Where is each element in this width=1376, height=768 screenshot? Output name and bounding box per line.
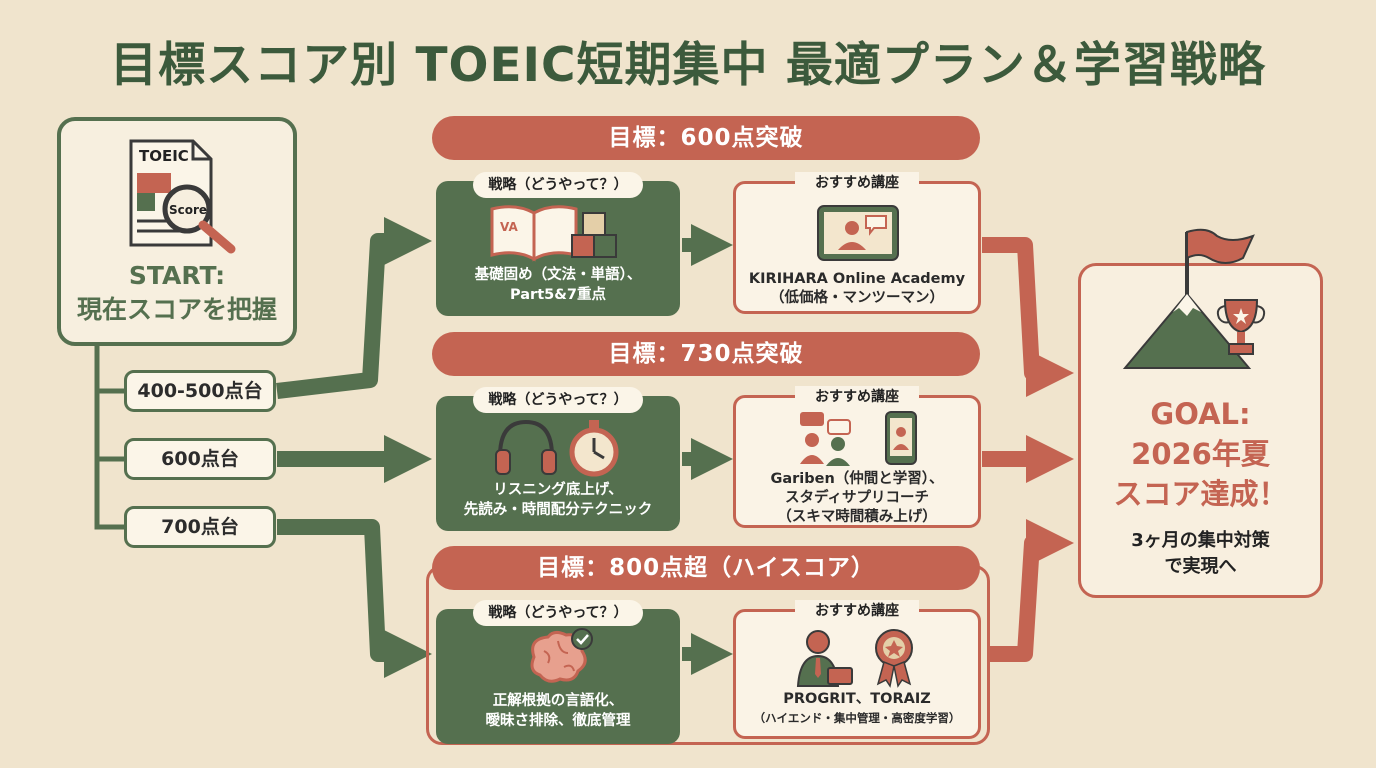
course-line1: Gariben（仲間と学習）、 bbox=[770, 471, 944, 487]
strategy-caption-600: 基礎固め（文法・単語）、 Part5&7重点 bbox=[446, 265, 670, 305]
course-line1: KIRIHARA Online Academy bbox=[748, 271, 966, 287]
book-label: VA bbox=[500, 220, 518, 234]
strategy-box-800: 戦略（どうやって？） 正解根拠の言語化、 曖昧さ排除、徹底管理 bbox=[436, 600, 680, 744]
course-label: おすすめ講座 bbox=[795, 600, 919, 622]
goal-line1: GOAL: bbox=[1150, 397, 1251, 431]
toeic-document-icon: TOEIC Score bbox=[129, 139, 236, 254]
course-caption-800: PROGRIT、TORAIZ （ハイエンド・集中管理・高密度学習） bbox=[740, 690, 974, 728]
course-box-800: おすすめ講座 PROGRIT、TORAIZ （ハイエンド・集中管理・高密度学習） bbox=[733, 600, 981, 739]
course-line2: （ハイエンド・集中管理・高密度学習） bbox=[753, 711, 961, 725]
community-smartphone-icon bbox=[800, 411, 917, 466]
course-line2: スタディサプリコーチ bbox=[785, 490, 929, 506]
course-line3: （スキマ時間積み上げ） bbox=[777, 509, 937, 525]
course-label: おすすめ講座 bbox=[795, 172, 919, 194]
course-box-600: おすすめ講座 KIRIHARA Online Academy （低価格・マンツー… bbox=[733, 172, 981, 314]
goal-subtext: 3ヶ月の集中対策 で実現へ bbox=[1081, 528, 1320, 580]
strategy-line2: Part5&7重点 bbox=[510, 287, 606, 303]
goal-banner-600: 目標：600点突破 bbox=[432, 116, 980, 160]
goal-line2: 2026年夏 bbox=[1131, 437, 1270, 471]
course-line1: PROGRIT、TORAIZ bbox=[783, 691, 931, 707]
start-title: START: 現在スコアを把握 bbox=[61, 259, 293, 327]
score-range-700: 700点台 bbox=[124, 506, 276, 548]
magnifier-label: Score bbox=[169, 203, 207, 217]
strategy-line1: 基礎固め（文法・単語）、 bbox=[474, 267, 642, 283]
start-box: TOEIC Score START: 現在スコアを把握 bbox=[57, 117, 297, 346]
strategy-line1: 正解根拠の言語化、 bbox=[492, 693, 624, 709]
course-caption-730: Gariben（仲間と学習）、 スタディサプリコーチ （スキマ時間積み上げ） bbox=[740, 470, 974, 527]
start-title-line2: 現在スコアを把握 bbox=[76, 295, 277, 324]
goal-headline: GOAL: 2026年夏 スコア達成！ bbox=[1081, 394, 1320, 514]
strategy-label: 戦略（どうやって？） bbox=[473, 172, 643, 198]
score-range-600: 600点台 bbox=[124, 438, 276, 480]
course-caption-600: KIRIHARA Online Academy （低価格・マンツーマン） bbox=[740, 270, 974, 308]
course-box-730: おすすめ講座 Gariben（仲間と学習）、 スタディサプリコーチ （スキマ時間… bbox=[733, 386, 981, 528]
goal-box: GOAL: 2026年夏 スコア達成！ 3ヶ月の集中対策 で実現へ bbox=[1078, 228, 1323, 598]
strategy-line2: 先読み・時間配分テクニック bbox=[463, 502, 653, 518]
score-range-400-500: 400-500点台 bbox=[124, 370, 276, 412]
strategy-line1: リスニング底上げ、 bbox=[493, 482, 623, 498]
goal-sub2: で実現へ bbox=[1164, 556, 1237, 577]
course-line2: （低価格・マンツーマン） bbox=[770, 290, 944, 306]
goal-banner-800: 目標：800点超（ハイスコア） bbox=[432, 546, 980, 590]
online-lesson-icon bbox=[817, 205, 899, 261]
strategy-box-600: 戦略（どうやって？） VA 基礎固め（文法・単語）、 Part5&7重点 bbox=[436, 172, 680, 316]
headphones-stopwatch-icon bbox=[495, 419, 619, 477]
course-label: おすすめ講座 bbox=[795, 386, 919, 408]
book-blocks-icon: VA bbox=[490, 205, 617, 262]
goal-line3: スコア達成！ bbox=[1113, 477, 1288, 511]
strategy-box-730: 戦略（どうやって？） リスニング底上げ、 先読み・時間配分テクニック bbox=[436, 387, 680, 531]
start-title-line1: START: bbox=[128, 261, 226, 290]
strategy-label: 戦略（どうやって？） bbox=[473, 387, 643, 413]
mountain-trophy-icon bbox=[1122, 228, 1266, 369]
document-label: TOEIC bbox=[139, 147, 189, 165]
strategy-caption-800: 正解根拠の言語化、 曖昧さ排除、徹底管理 bbox=[446, 691, 670, 731]
brain-check-icon bbox=[530, 628, 593, 683]
strategy-label: 戦略（どうやって？） bbox=[473, 600, 643, 626]
strategy-caption-730: リスニング底上げ、 先読み・時間配分テクニック bbox=[446, 480, 670, 520]
goal-sub1: 3ヶ月の集中対策 bbox=[1131, 530, 1270, 551]
goal-banner-730: 目標：730点突破 bbox=[432, 332, 980, 376]
page-title: 目標スコア別 TOEIC短期集中 最適プラン＆学習戦略 bbox=[110, 38, 1266, 93]
strategy-line2: 曖昧さ排除、徹底管理 bbox=[485, 713, 631, 729]
businessman-award-icon bbox=[796, 629, 913, 688]
